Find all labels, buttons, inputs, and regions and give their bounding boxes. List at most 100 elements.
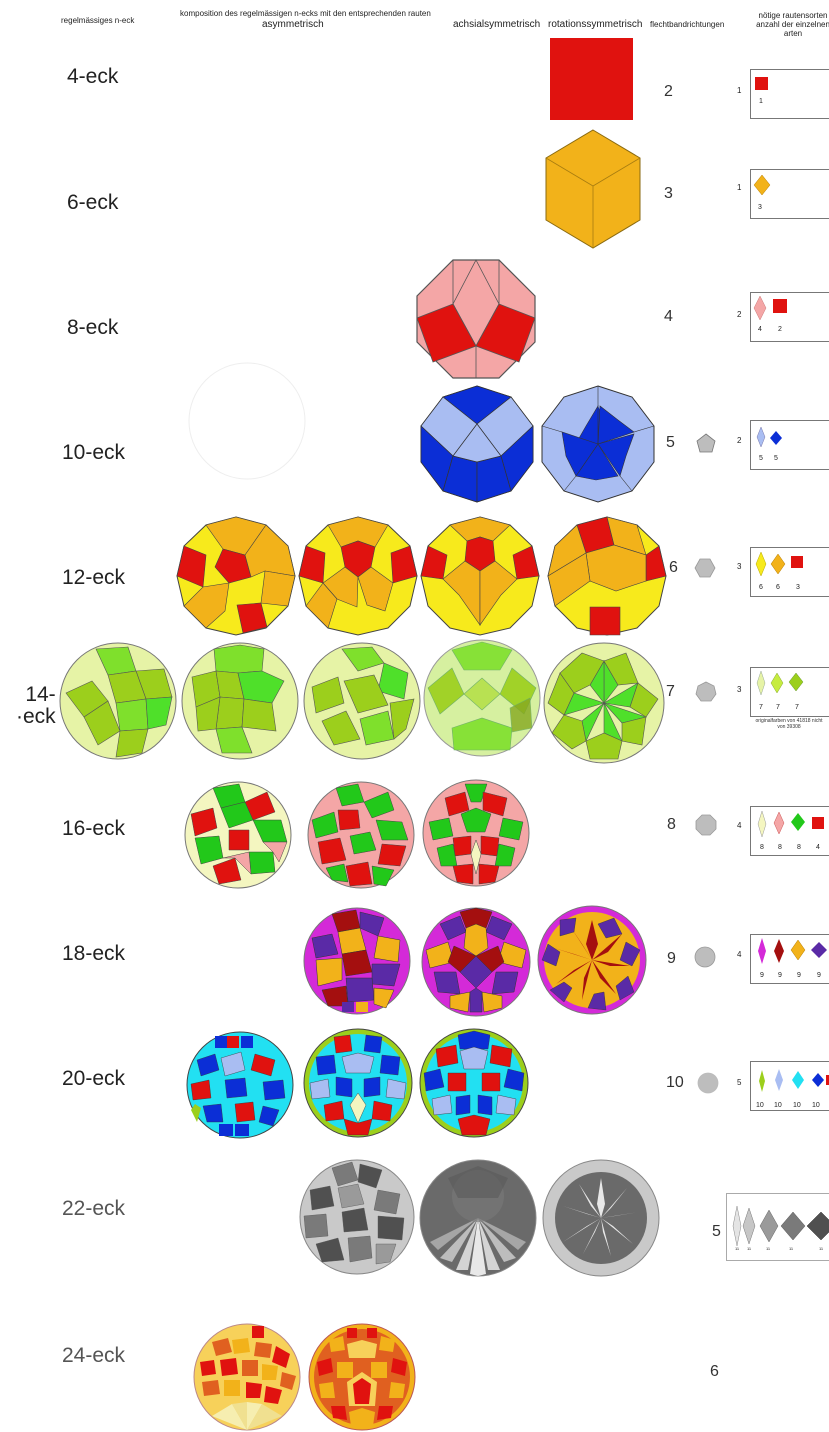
sorts-8: 2: [737, 310, 742, 319]
directions-14: 7: [666, 683, 675, 700]
count-12-2: 6: [776, 584, 780, 591]
rhombus-swatch: [773, 811, 785, 835]
count-22-2: 11: [747, 1246, 752, 1251]
sorts-16: 4: [737, 821, 742, 830]
count-10-1: 5: [759, 455, 763, 462]
count-12-1: 6: [759, 584, 763, 591]
count-8-1: 4: [758, 326, 762, 333]
nonagon-icon: [694, 946, 716, 968]
count-22-3: 11: [766, 1246, 771, 1251]
decagon-icon: [697, 1072, 719, 1094]
octadecagon-axial-tiling: [421, 907, 531, 1017]
sorts-4: 1: [737, 86, 742, 95]
rhombus-swatch: [759, 1070, 765, 1092]
header-directions: flechtbandrichtungen: [650, 20, 725, 29]
rhombus-swatch: [811, 942, 827, 958]
row-label-24: 24-eck: [62, 1344, 126, 1367]
decagon-rotational-tiling: [541, 385, 655, 503]
square-swatch: [791, 556, 803, 568]
count-16-1: 8: [760, 844, 764, 851]
directions-12: 6: [669, 559, 678, 576]
rhombus-swatch: [756, 670, 766, 696]
icositetragon-asym-tiling: [193, 1323, 301, 1431]
directions-20: 10: [666, 1074, 684, 1091]
row-label-6: 6-eck: [67, 191, 119, 214]
row-label-14: 14- ·eck: [16, 683, 56, 728]
count-16-2: 8: [778, 844, 782, 851]
row-label-12: 12-eck: [62, 566, 126, 589]
pentagon-icon: [696, 433, 716, 453]
octagon-tiling: [416, 259, 536, 379]
sorts-6: 1: [737, 183, 742, 192]
sort-box-4: 1: [750, 69, 829, 119]
icositetragon-axial-tiling: [308, 1323, 416, 1431]
sort-box-18: 9 9 9 9: [750, 934, 829, 984]
count-22-4: 11: [789, 1246, 794, 1251]
row-label-22: 22-eck: [62, 1197, 126, 1220]
rhombus-swatch: [791, 813, 805, 831]
icosidigon-axial-tiling: [419, 1159, 537, 1277]
rhombus-swatch: [755, 551, 767, 577]
count-18-3: 9: [797, 972, 801, 979]
sort-box-12: 6 6 3: [750, 547, 829, 597]
sort-box-10: 5 5: [750, 420, 829, 470]
count-20-4: 10: [812, 1102, 820, 1109]
sort-box-8: 4 2: [750, 292, 829, 342]
tetradecagon-asym-tiling-1: [59, 642, 177, 760]
rhombus-swatch: [788, 672, 804, 692]
icosidigon-rotational-tiling: [542, 1159, 660, 1277]
rhombus-swatch: [770, 672, 784, 694]
sort-box-14: 7 7 7: [750, 667, 829, 717]
tetradecagon-axial-tiling-2: [423, 639, 541, 757]
dodecagon-asym-tiling-2: [298, 516, 418, 636]
count-14-2: 7: [776, 704, 780, 711]
count-8-2: 2: [778, 326, 782, 333]
rhombus-swatch: [770, 553, 786, 575]
square-swatch: [826, 1075, 829, 1085]
square-swatch: [773, 299, 787, 313]
sorts-14: 3: [737, 685, 742, 694]
dodecagon-axial-tiling: [420, 516, 540, 636]
square-swatch: [755, 77, 768, 90]
sorts-18: 4: [737, 950, 742, 959]
count-14-1: 7: [759, 704, 763, 711]
sorts-12: 3: [737, 562, 742, 571]
icosidigon-asym-tiling: [299, 1159, 415, 1275]
header-sorts-line1: nötige rautensorten: [758, 11, 828, 20]
icosagon-axial-tiling-2: [419, 1028, 529, 1138]
directions-4: 2: [664, 83, 673, 100]
count-16-3: 8: [797, 844, 801, 851]
row-label-20: 20-eck: [62, 1067, 126, 1090]
hexagon-icon: [694, 558, 716, 578]
rhombus-swatch: [756, 426, 766, 448]
rhombus-swatch: [753, 295, 767, 321]
header-asymmetric: asymmetrisch: [262, 19, 324, 30]
heptagon-icon: [695, 681, 717, 702]
rhombus-swatch: [758, 938, 766, 964]
sorts-10: 2: [737, 436, 742, 445]
header-composition: komposition des regelmässigen n-ecks mit…: [180, 9, 431, 18]
rhombus-swatch: [812, 1073, 824, 1087]
grey-rhombus-swatches: [732, 1205, 829, 1247]
row-label-4: 4-eck: [67, 65, 119, 88]
hexadecagon-axial-tiling: [422, 779, 530, 887]
row-label-10: 10-eck: [62, 441, 126, 464]
hexagon-tiling: [545, 129, 641, 249]
header-ngon: regelmässiges n-eck: [61, 16, 135, 25]
directions-18: 9: [667, 950, 676, 967]
rhombus-swatch: [757, 810, 767, 838]
octadecagon-asym-tiling: [303, 907, 411, 1015]
row-label-18: 18-eck: [62, 942, 126, 965]
sort-box-16: 8 8 8 4: [750, 806, 829, 856]
count-20-3: 10: [793, 1102, 801, 1109]
rhombus-swatch: [753, 174, 771, 196]
row-label-8: 8-eck: [67, 316, 119, 339]
count-14-3: 7: [795, 704, 799, 711]
square-tiling: [550, 38, 633, 120]
decagon-axial-tiling: [420, 385, 534, 503]
tetradecagon-axial-tiling: [303, 642, 421, 760]
dodecagon-rotational-tiling: [547, 516, 667, 636]
hexadecagon-asym-tiling-1: [184, 781, 292, 889]
count-10-2: 5: [774, 455, 778, 462]
sorts-22: 5: [712, 1223, 721, 1240]
